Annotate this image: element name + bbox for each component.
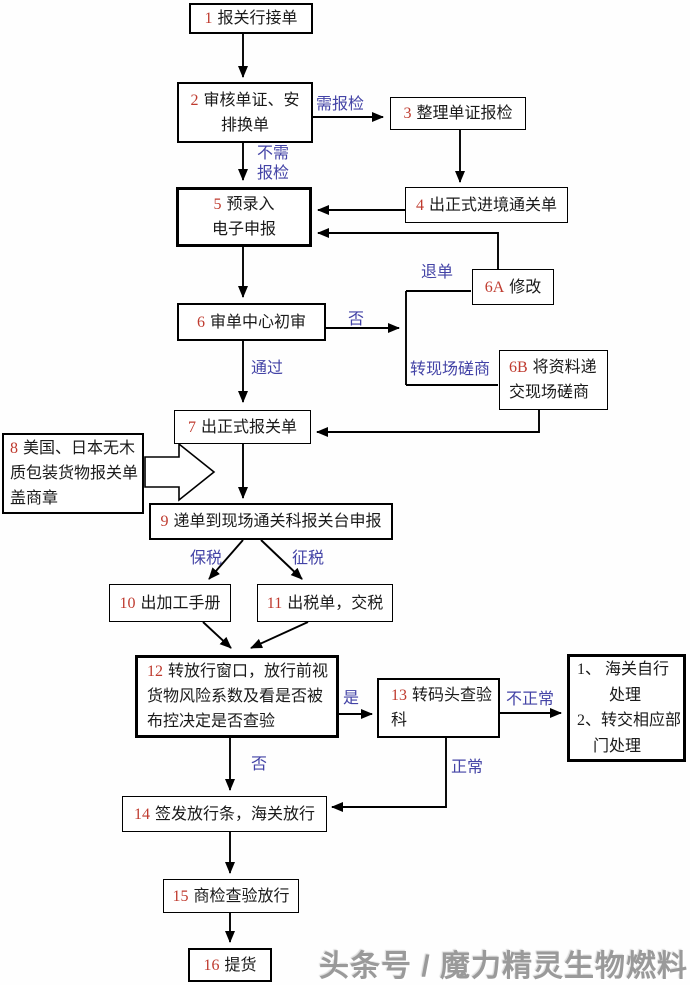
block-arrow-icon — [144, 442, 216, 502]
box-label: 审核单证、安 排换单 — [203, 91, 300, 134]
box-label: 修改 — [509, 278, 542, 296]
edge-label-normal: 正常 — [451, 759, 484, 776]
arrow-9-to-11 — [260, 539, 303, 580]
flow-box-abnormal-handling-note: 1、 海关自行 处理 2、转交相应部 门处理 — [567, 654, 686, 762]
box-number: 1 — [204, 10, 213, 27]
edge-label-bonded: 保税 — [190, 550, 223, 567]
box-number: 5 — [213, 196, 222, 213]
box-label: 出正式进境通关单 — [428, 196, 557, 214]
box-number: 16 — [203, 956, 220, 974]
box-number: 8 — [10, 440, 18, 457]
box-label: 出加工手册 — [140, 594, 221, 612]
box-label: 递单到现场通关科报关台申报 — [173, 513, 382, 530]
box-number: 13 — [391, 687, 407, 704]
box-number: 15 — [172, 887, 189, 905]
box-label: 报关行接单 — [217, 10, 298, 27]
box-number: 6A — [484, 278, 505, 296]
box-label: 美国、日本无木 质包装货物报关单 盖商章 — [10, 440, 139, 507]
box-number: 11 — [266, 594, 283, 612]
box-label: 签发放行条，海关放行 — [154, 805, 315, 823]
box-number: 9 — [160, 513, 169, 530]
box-number: 4 — [415, 196, 424, 214]
edge-label-yes: 是 — [343, 690, 360, 707]
box-number: 14 — [133, 805, 150, 823]
watermark: 头条号 / 魔力精灵生物燃料 — [318, 950, 688, 983]
arrow-9-to-10 — [208, 539, 244, 580]
box-number: 6B — [509, 359, 528, 376]
box-label: 商检查验放行 — [193, 887, 290, 905]
box-label: 将资料递 交现场磋商 — [509, 359, 597, 401]
box-label: 转码头查验 科 — [391, 687, 493, 729]
edge-label-need-inspection: 需报检 — [316, 96, 365, 113]
edge-label-transfer-onsite: 转现场磋商 — [410, 361, 491, 378]
box-label: 提货 — [224, 956, 257, 974]
box-label: 出税单，交税 — [287, 594, 384, 612]
box-number: 6 — [196, 313, 205, 331]
box-label: 整理单证报检 — [416, 105, 513, 122]
edge-label-return-doc: 退单 — [421, 264, 454, 281]
box-number: 7 — [187, 418, 196, 436]
edge-label-abnormal: 不正常 — [506, 691, 555, 708]
box-label: 预录入 电子申报 — [211, 196, 276, 238]
arrow-6a-to-5 — [317, 228, 499, 269]
arrow-6b-to-7 — [316, 410, 540, 437]
arrow-13-to-14 — [331, 738, 447, 812]
edge-label-no-2: 否 — [251, 756, 268, 773]
box-label: 1、 海关自行 处理 2、转交相应部 门处理 — [577, 661, 682, 755]
edge-label-no-1: 否 — [348, 311, 365, 328]
arrow-10-to-12 — [202, 621, 232, 649]
box-number: 10 — [119, 594, 136, 612]
box-label: 审单中心初审 — [209, 313, 306, 331]
arrow-11-to-12 — [250, 621, 309, 649]
box-number: 3 — [403, 105, 412, 122]
box-label: 转放行窗口，放行前视 货物风险系数及看是否被 布控决定是否查验 — [147, 663, 329, 730]
box-label: 出正式报关单 — [200, 418, 297, 436]
box-number: 12 — [147, 663, 163, 680]
edge-label-taxed: 征税 — [292, 550, 325, 567]
box-number: 2 — [190, 91, 199, 109]
edge-label-pass: 通过 — [251, 360, 284, 377]
edge-label-no-need-inspection: 不需 报检 — [256, 145, 289, 182]
